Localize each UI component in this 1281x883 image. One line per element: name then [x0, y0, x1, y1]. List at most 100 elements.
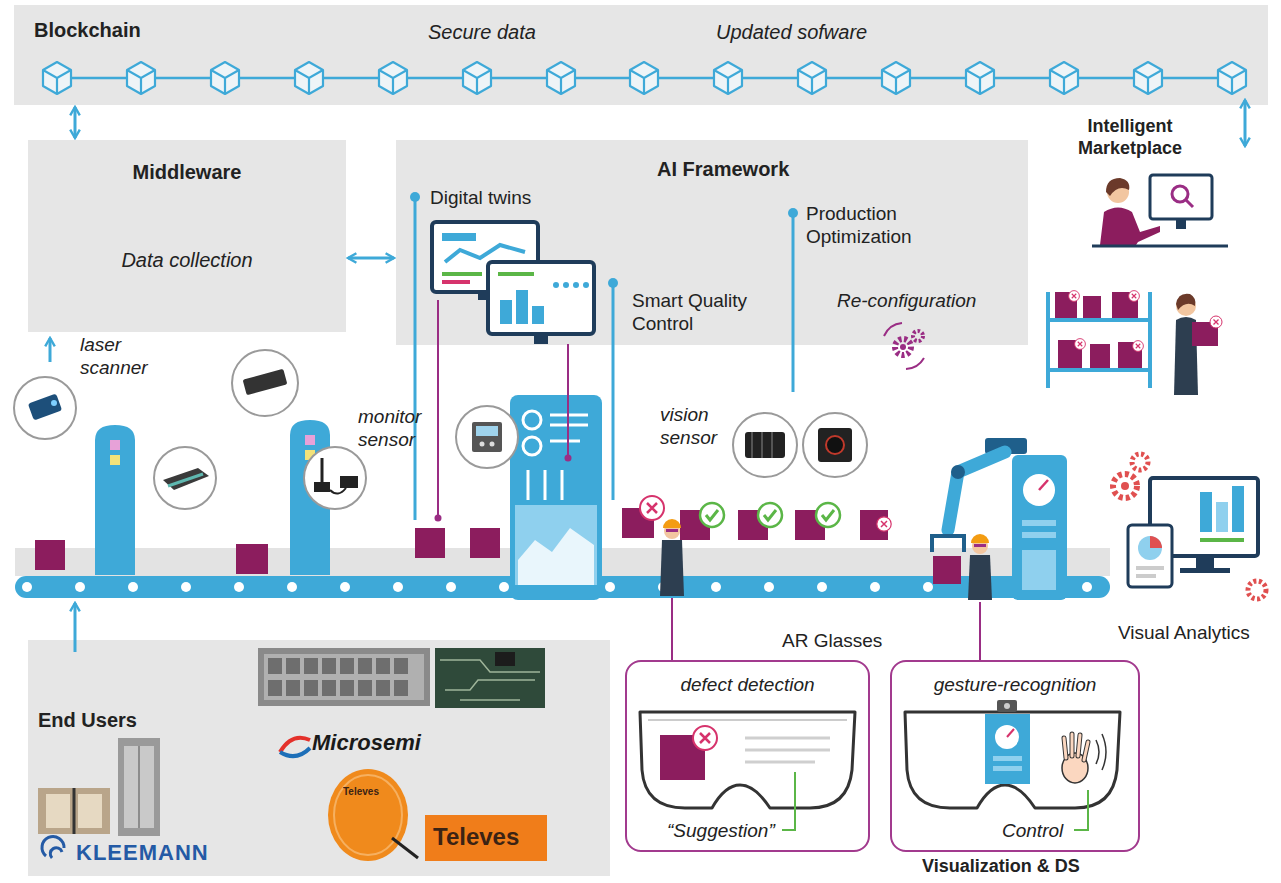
- vision-camera: [771, 432, 773, 458]
- ar-function: defect detection: [680, 674, 814, 697]
- conveyor-belt: [15, 548, 1110, 598]
- twin-leader-line: [567, 344, 569, 455]
- visual-analytics-illustration: [1200, 492, 1212, 532]
- product: [622, 508, 654, 538]
- marketplace-illustration: [1100, 208, 1160, 246]
- marketplace-illustration: [1112, 292, 1138, 318]
- quality-machine: [527, 470, 530, 500]
- connector-group: [75, 107, 394, 258]
- ar-caption: Control: [1002, 820, 1063, 843]
- visual-analytics-illustration: [1136, 566, 1164, 570]
- end-user-product-photo: [376, 658, 390, 674]
- section-label: Intelligent Marketplace: [1060, 116, 1200, 159]
- module-label: Smart Quality Control: [632, 290, 782, 336]
- text-slot: Intelligent Marketplace: [1060, 116, 1200, 159]
- ar-leader-line: [979, 602, 981, 660]
- conveyor-belt: [605, 582, 615, 592]
- text-slot: Visual Analytics: [1118, 622, 1250, 645]
- conveyor-belt: [446, 582, 456, 592]
- blockchain-chain: [43, 62, 1246, 94]
- ar-glasses-gesture: [905, 712, 1120, 808]
- conveyor-belt: [287, 582, 297, 592]
- quality-mark: [877, 517, 891, 531]
- sensor-icon: [472, 422, 502, 452]
- gauge-machine: [1022, 532, 1056, 538]
- conveyor-belt: [393, 582, 403, 592]
- gauge-machine: [1022, 520, 1056, 526]
- ar-view-box: gesture-recognitionControl: [890, 660, 1140, 852]
- company-logo: [42, 738, 547, 861]
- reconfiguration-icon: [884, 323, 924, 369]
- marketplace-illustration: [1046, 175, 1228, 395]
- end-user-product-photo: [138, 746, 140, 828]
- marketplace-illustration: [1133, 341, 1144, 352]
- digital-twin-monitor: [534, 334, 548, 344]
- end-user-product-photo: [322, 658, 336, 674]
- reconfiguration-icon: [895, 339, 911, 355]
- band-title: Blockchain: [34, 18, 141, 42]
- ar-glasses-defect: [660, 735, 705, 780]
- end-user-product-photo: [268, 658, 408, 696]
- company-logo: [328, 769, 408, 861]
- digital-twin-monitor: [442, 272, 482, 276]
- end-user-product-photo: [394, 680, 408, 696]
- worker: [968, 555, 992, 600]
- quality-machine: [523, 437, 541, 455]
- ar-glasses-gesture: [993, 756, 1022, 761]
- conveyor-belt: [923, 582, 933, 592]
- gauge-machine: [1023, 474, 1055, 506]
- worker: [971, 534, 989, 543]
- end-user-product-photo: [78, 794, 102, 828]
- blockchain-chain: [1050, 62, 1078, 94]
- logo-text: Televes: [343, 786, 379, 798]
- text-slot: Secure data: [428, 20, 536, 44]
- quality-mark: [758, 503, 782, 527]
- company-logo: [50, 848, 62, 858]
- quality-machine: [515, 505, 597, 585]
- marketplace-illustration: [1148, 292, 1152, 388]
- sensor-tower: [305, 450, 315, 460]
- visual-analytics-illustration: [1136, 574, 1156, 578]
- ar-glasses-gesture: [985, 714, 1030, 784]
- sensor-icon: [480, 442, 485, 447]
- blockchain-chain: [1218, 62, 1246, 94]
- product: [738, 510, 768, 540]
- end-user-product-photo: [38, 648, 545, 836]
- conveyor-belt: [711, 582, 721, 592]
- band-note: Secure data: [428, 20, 536, 44]
- conveyor-belt: [1029, 582, 1039, 592]
- marketplace-illustration: [1075, 339, 1086, 350]
- vision-camera: [803, 413, 867, 477]
- robot-arm: [932, 536, 964, 552]
- logo-text: Televes: [433, 823, 519, 852]
- blockchain-chain: [43, 62, 71, 94]
- end-user-product-photo: [304, 680, 318, 696]
- marketplace-illustration: [1192, 322, 1218, 346]
- visual-analytics-illustration: [1196, 556, 1214, 570]
- reconfiguration-icon: [900, 344, 906, 350]
- ar-glasses-defect: [640, 712, 855, 808]
- section-label: Visualization & DS: [922, 856, 1080, 878]
- conveyor-belt: [870, 582, 880, 592]
- conveyor-belt: [15, 576, 1110, 598]
- worker: [666, 529, 678, 532]
- conveyor-belt: [181, 582, 191, 592]
- worker: [972, 538, 988, 554]
- company-logo: [42, 837, 64, 856]
- robot-arm: [985, 438, 1027, 454]
- sensor-icon: [51, 400, 57, 406]
- reconfiguration-icon: [906, 358, 924, 369]
- product: [415, 528, 445, 558]
- end-user-product-photo: [340, 658, 354, 674]
- module-note: Re-configuration: [837, 290, 976, 313]
- ar-glasses-gesture: [1074, 790, 1088, 830]
- conveyor-belt: [817, 582, 827, 592]
- text-slot: Data collection: [28, 248, 346, 272]
- end-user-product-photo: [440, 660, 540, 700]
- marketplace-illustration: [1046, 368, 1152, 372]
- end-user-product-photo: [322, 680, 336, 696]
- sensor-tower: [290, 420, 330, 575]
- end-user-product-photo: [73, 788, 76, 834]
- sensor-icon: [232, 350, 298, 416]
